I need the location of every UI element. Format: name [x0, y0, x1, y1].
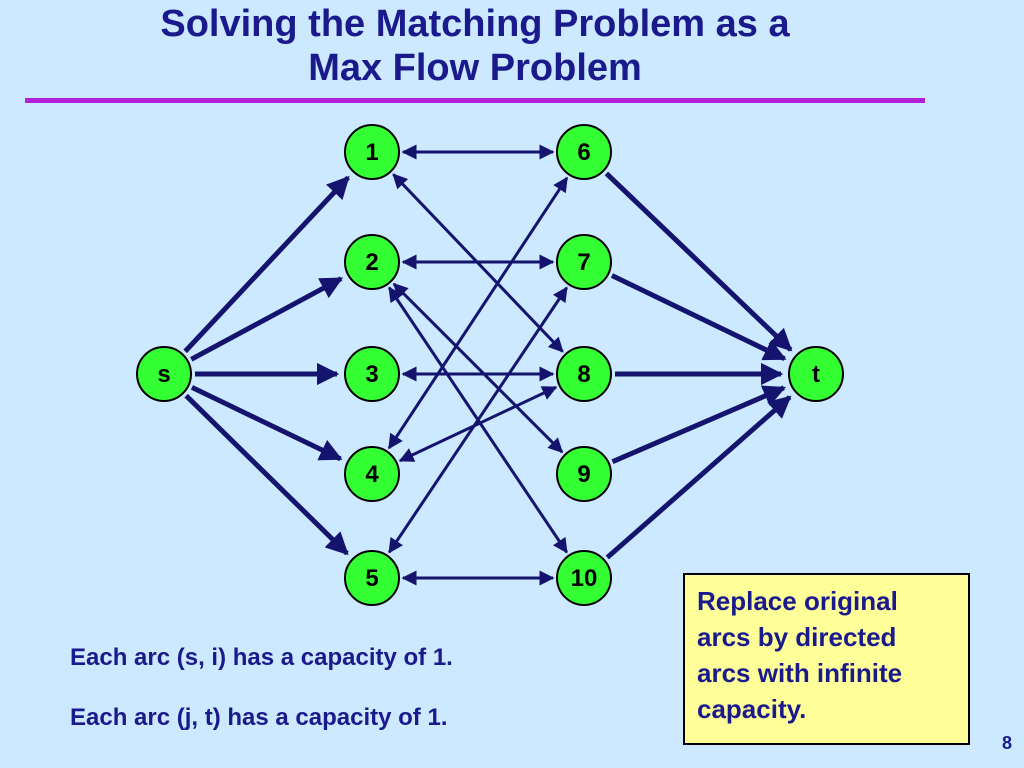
source-capacity-note: Each arc (s, i) has a capacity of 1.	[70, 644, 453, 671]
arc-s-1	[183, 175, 350, 354]
slide-title: Solving the Matching Problem as a Max Fl…	[40, 2, 910, 90]
node-2: 2	[344, 234, 400, 290]
node-label: 4	[365, 461, 379, 488]
node-10: 10	[556, 550, 612, 606]
title-line-2: Max Flow Problem	[308, 47, 642, 89]
node-circle	[344, 550, 400, 606]
arc-6-t	[604, 171, 793, 352]
sink-capacity-note: Each arc (j, t) has a capacity of 1.	[70, 704, 448, 731]
node-label: 9	[577, 461, 590, 488]
node-label: 8	[577, 361, 590, 388]
node-label: 3	[365, 361, 378, 388]
node-label: 6	[577, 139, 590, 166]
arcs-layer	[183, 144, 793, 586]
node-label: t	[812, 361, 820, 388]
arc-s-5	[184, 393, 349, 556]
node-s: s	[136, 346, 192, 402]
callout-line-2: arcs by directed	[697, 622, 897, 652]
arc-10-t	[605, 395, 792, 560]
node-circle	[788, 346, 844, 402]
node-5: 5	[344, 550, 400, 606]
arc-s-2	[190, 276, 344, 362]
node-label: 10	[571, 565, 598, 592]
arc-2-9	[392, 282, 564, 454]
node-circle	[556, 124, 612, 180]
node-circle	[556, 234, 612, 290]
arc-5-7	[388, 286, 568, 554]
callout-line-3: arcs with infinite	[697, 658, 903, 688]
node-label: 1	[365, 139, 378, 166]
node-circle	[556, 346, 612, 402]
node-label: s	[157, 361, 170, 388]
node-t: t	[788, 346, 844, 402]
node-circle	[344, 234, 400, 290]
node-label: 2	[365, 249, 378, 276]
node-label: 5	[365, 565, 378, 592]
node-8: 8	[556, 346, 612, 402]
node-7: 7	[556, 234, 612, 290]
title-line-1: Solving the Matching Problem as a	[160, 3, 790, 45]
node-1: 1	[344, 124, 400, 180]
node-3: 3	[344, 346, 400, 402]
callout-line-4: capacity.	[697, 694, 807, 724]
title-underline	[25, 98, 925, 103]
node-circle	[556, 446, 612, 502]
node-6: 6	[556, 124, 612, 180]
arc-4-6	[387, 176, 569, 450]
node-circle	[344, 346, 400, 402]
node-4: 4	[344, 446, 400, 502]
callout-line-1: Replace original	[697, 586, 898, 616]
node-circle	[136, 346, 192, 402]
nodes-layer: s 1 2 3 4 5 6 7 8 9 10 t	[136, 124, 844, 606]
node-circle	[344, 124, 400, 180]
node-9: 9	[556, 446, 612, 502]
arc-s-4	[190, 385, 343, 462]
arc-7-t	[610, 273, 787, 362]
node-label: 7	[577, 249, 590, 276]
callout-box: Replace original arcs by directed arcs w…	[683, 573, 970, 745]
node-circle	[556, 550, 612, 606]
page-number: 8	[1001, 733, 1012, 753]
node-circle	[344, 446, 400, 502]
arc-9-t	[611, 385, 786, 465]
